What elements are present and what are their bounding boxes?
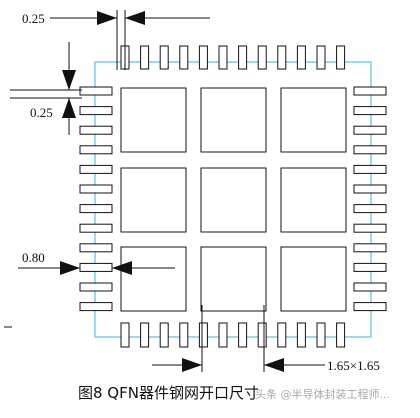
dimension-side-pad-pitch: 0.25 [10,42,82,135]
left-pad [79,223,113,233]
arrow-up-icon [62,98,76,118]
arrow-right-icon [97,11,117,25]
left-pad [79,145,113,155]
left-pad [79,86,113,96]
left-pad [79,243,113,253]
top-pad [159,45,169,70]
bottom-pad [336,322,346,348]
right-pad [353,282,387,292]
right-pad [353,145,387,155]
left-pad [79,164,113,174]
left-pad [79,282,113,292]
dimension-label-pad-length: 0.80 [22,250,45,265]
dimension-thermal-aperture: 1.65×1.65 [152,305,380,373]
thermal-aperture [280,167,347,233]
bottom-pad [179,322,189,348]
right-pad [353,86,387,96]
top-pad [198,45,208,70]
right-pad [353,223,387,233]
arrow-right-icon [182,358,202,372]
left-pad [79,125,113,135]
left-pad [79,302,113,312]
top-pad [238,45,248,70]
thermal-aperture [200,87,267,153]
dimension-top-pad-width: 0.25 [22,10,210,70]
top-pad [277,45,287,70]
right-pad [353,302,387,312]
right-pad [353,243,387,253]
right-pad [353,262,387,272]
top-pad [140,45,150,70]
bottom-pad [257,322,267,348]
dimension-label-left: 0.25 [30,105,53,120]
package-outline [94,61,372,338]
bottom-pad [218,322,228,348]
dimension-label-thermal: 1.65×1.65 [327,358,380,373]
left-pad-column [79,86,113,312]
top-pad [336,45,346,70]
arrow-down-icon [62,70,76,90]
left-pad [79,106,113,116]
bottom-pad [277,322,287,348]
thermal-aperture [200,167,267,233]
right-pad [353,125,387,135]
thermal-aperture [120,246,187,312]
thermal-aperture [280,87,347,153]
arrow-right-icon [60,261,80,275]
thermal-aperture [280,246,347,312]
bottom-pad [159,322,169,348]
bottom-pad [198,322,208,348]
left-pad [79,204,113,214]
bottom-pad [296,322,306,348]
bottom-pad [316,322,326,348]
right-pad [353,204,387,214]
bottom-pad [140,322,150,348]
top-pad [296,45,306,70]
thermal-aperture-grid [120,87,347,312]
left-pad [79,184,113,194]
top-pad [218,45,228,70]
caption-text: 图8 QFN器件钢网开口尺寸 [78,384,259,402]
top-pad-row [120,45,346,70]
right-pad [353,106,387,116]
thermal-aperture [120,87,187,153]
bottom-pad [120,322,130,348]
top-pad [257,45,267,70]
left-pad [79,262,113,272]
thermal-aperture [120,167,187,233]
arrow-left-icon [264,358,284,372]
right-pad-column [353,86,387,312]
right-pad [353,164,387,174]
watermark-text: 头条 @半导体封装工程师... [255,388,390,401]
dimension-label-top: 0.25 [22,11,45,26]
thermal-aperture [200,246,267,312]
top-pad [316,45,326,70]
arrow-left-icon [125,11,145,25]
figure-caption: 图8 QFN器件钢网开口尺寸 头条 @半导体封装工程师... [0,382,420,410]
dimension-pad-length: 0.80 [18,250,175,275]
bottom-pad-row [120,322,346,348]
bottom-pad [238,322,248,348]
arrow-left-icon [112,261,132,275]
right-pad [353,184,387,194]
top-pad [179,45,189,70]
